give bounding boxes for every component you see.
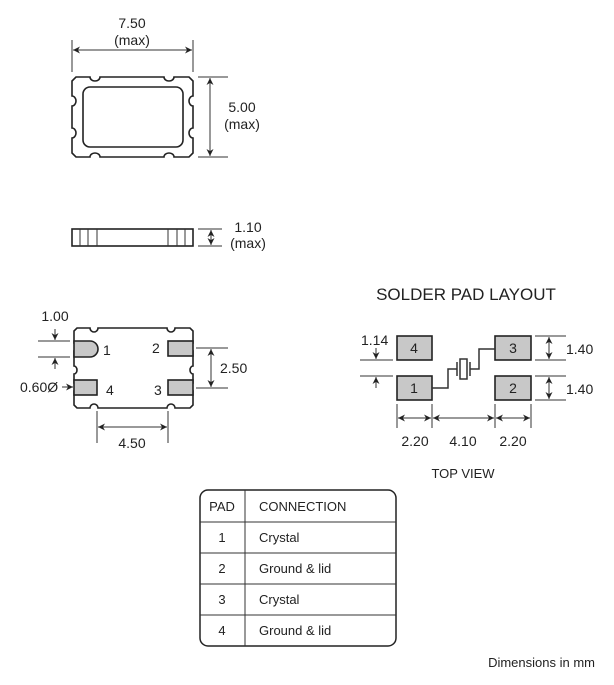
pad-2 [167,340,194,357]
lid-outline [82,86,184,148]
pad-connection-table: PAD CONNECTION 1 Crystal 2 Ground & lid … [199,489,397,647]
solder-pad-title: SOLDER PAD LAYOUT [376,285,556,304]
pad-4 [73,379,98,396]
castellation-label: 0.60Ø [20,379,58,395]
solder-pad-label-1: 1 [410,380,418,396]
row-4-connection: Ground & lid [259,623,331,638]
height-note: (max) [224,116,260,132]
thickness-note: (max) [230,235,266,251]
pitch-v-label: 2.50 [220,360,247,376]
gap-label: 1.14 [361,332,388,348]
pad-height-top-label: 1.40 [566,341,593,357]
pad-label-2: 2 [152,340,160,356]
width-note: (max) [114,32,150,48]
row-1-pad: 1 [218,530,225,545]
row-4-pad: 4 [218,623,225,638]
bottom-view: 1 2 3 4 1.00 0.60Ø 2.50 4.50 [20,308,247,451]
solder-pad-layout: SOLDER PAD LAYOUT 4 1 3 2 1.14 1.40 1.40 [360,285,593,481]
side-outline [71,228,194,247]
solder-pad-3 [494,335,532,361]
pad-height-bottom-label: 1.40 [566,381,593,397]
pitch-h-label: 4.50 [118,435,145,451]
pad-height-label: 1.00 [41,308,68,324]
header-connection: CONNECTION [259,499,346,514]
row-1-connection: Crystal [259,530,300,545]
row-2-pad: 2 [218,561,225,576]
top-view: 7.50 (max) 5.00 (max) [71,15,260,158]
units-note: Dimensions in mm [488,655,595,670]
pad-width-right-label: 2.20 [499,433,526,449]
center-gap-label: 4.10 [449,433,476,449]
crystal-symbol-icon [432,348,495,389]
pad-label-3: 3 [154,382,162,398]
thickness-label: 1.10 [234,219,261,235]
width-label: 7.50 [118,15,145,31]
solder-pad-2 [494,375,532,401]
row-3-pad: 3 [218,592,225,607]
top-view-label: TOP VIEW [431,466,495,481]
pad-width-left-label: 2.20 [401,433,428,449]
pad-1 [73,340,99,358]
row-2-connection: Ground & lid [259,561,331,576]
side-view: 1.10 (max) [71,219,266,251]
pad-label-1: 1 [103,342,111,358]
solder-pad-label-3: 3 [509,340,517,356]
solder-pad-label-4: 4 [410,340,418,356]
bottom-outline [73,327,194,409]
header-pad: PAD [209,499,235,514]
pad-label-4: 4 [106,382,114,398]
solder-pad-label-2: 2 [509,380,517,396]
row-3-connection: Crystal [259,592,300,607]
solder-pad-4 [396,335,433,361]
pad-3 [167,379,194,396]
height-label: 5.00 [228,99,255,115]
